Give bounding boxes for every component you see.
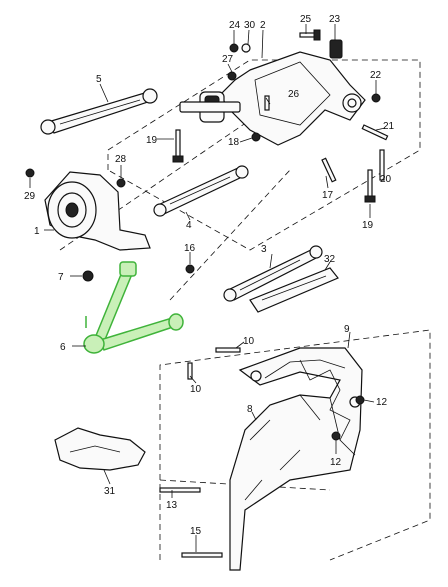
label-26: 26 xyxy=(288,89,300,100)
lower-arm-part-4 xyxy=(153,165,249,217)
label-30: 30 xyxy=(244,20,256,31)
label-16: 16 xyxy=(184,243,196,254)
subframe-part xyxy=(219,39,366,146)
label-27: 27 xyxy=(222,54,234,65)
label-5: 5 xyxy=(96,74,102,85)
upper-arm-part xyxy=(40,88,158,135)
label-12-right: 12 xyxy=(376,397,388,408)
label-29: 29 xyxy=(24,191,36,202)
rear-brace-part-8-9 xyxy=(229,347,363,571)
label-13: 13 xyxy=(166,500,178,511)
label-31: 31 xyxy=(104,486,116,497)
toe-arm-part-6-highlight xyxy=(83,261,184,354)
label-23: 23 xyxy=(329,14,341,25)
label-3: 3 xyxy=(261,244,267,255)
label-10-top: 10 xyxy=(243,336,255,347)
label-17: 17 xyxy=(322,190,334,201)
label-24: 24 xyxy=(229,20,241,31)
label-20: 20 xyxy=(380,174,392,185)
label-2: 2 xyxy=(260,20,266,31)
label-8: 8 xyxy=(247,404,253,415)
leader-lines xyxy=(29,24,386,552)
lateral-arm-part-3 xyxy=(223,245,323,302)
part-labels: 24 30 2 25 23 27 5 22 26 21 19 18 28 20 … xyxy=(24,14,395,537)
label-6: 6 xyxy=(60,342,66,353)
label-22: 22 xyxy=(370,70,382,81)
cover-part-32 xyxy=(249,267,339,313)
label-28: 28 xyxy=(115,154,127,165)
fasteners xyxy=(25,29,389,558)
label-10-left: 10 xyxy=(190,384,202,395)
label-25: 25 xyxy=(300,14,312,25)
wheel-carrier-part xyxy=(44,171,151,251)
bracket-plate-part-31 xyxy=(54,427,146,471)
label-19-top: 19 xyxy=(146,135,158,146)
label-1: 1 xyxy=(34,226,40,237)
label-21: 21 xyxy=(383,121,395,132)
assembly-outline-upper xyxy=(59,59,421,301)
label-9: 9 xyxy=(344,324,350,335)
label-12-lower: 12 xyxy=(330,457,342,468)
label-4: 4 xyxy=(186,220,192,231)
label-32: 32 xyxy=(324,254,336,265)
label-19-right: 19 xyxy=(362,220,374,231)
label-18: 18 xyxy=(228,137,240,148)
label-15: 15 xyxy=(190,526,202,537)
label-7: 7 xyxy=(58,272,64,283)
rubber-mount xyxy=(179,91,241,123)
